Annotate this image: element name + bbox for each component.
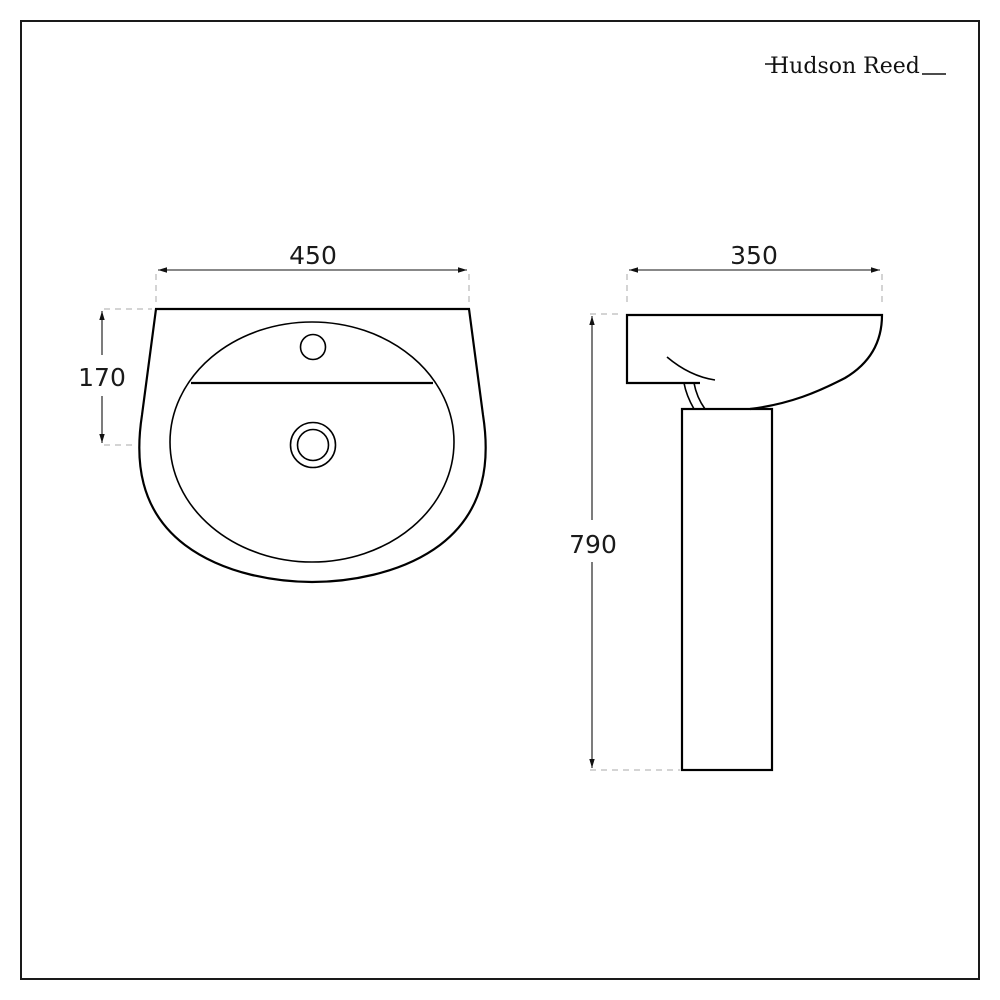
depth-dimension: 350: [626, 241, 883, 302]
waste-pipe-right: [693, 382, 706, 410]
brand-name: Hudson Reed: [770, 54, 920, 79]
depth-label: 350: [730, 241, 778, 270]
inner-bowl: [169, 321, 455, 563]
width-dimension: 450: [155, 241, 470, 304]
total-height-label: 790: [569, 530, 617, 559]
basin-side-profile: [625, 313, 884, 411]
basin-height-dimension: 170: [78, 308, 152, 446]
waste-pipe-left: [683, 382, 695, 410]
front-view: 450 170: [78, 241, 487, 584]
basin-outline: [138, 307, 487, 584]
waste-outlet-outer: [289, 421, 337, 469]
side-view: 350 790: [569, 241, 884, 772]
total-height-dimension: 790: [569, 313, 680, 771]
brand-logo: Hudson Reed: [765, 54, 946, 79]
bowl-curve: [666, 356, 716, 381]
basin-height-label: 170: [78, 363, 126, 392]
pedestal: [680, 407, 774, 772]
width-label: 450: [289, 241, 337, 270]
tap-hole: [299, 333, 327, 361]
waste-outlet-inner: [296, 428, 330, 462]
drawing-frame: [20, 20, 980, 980]
